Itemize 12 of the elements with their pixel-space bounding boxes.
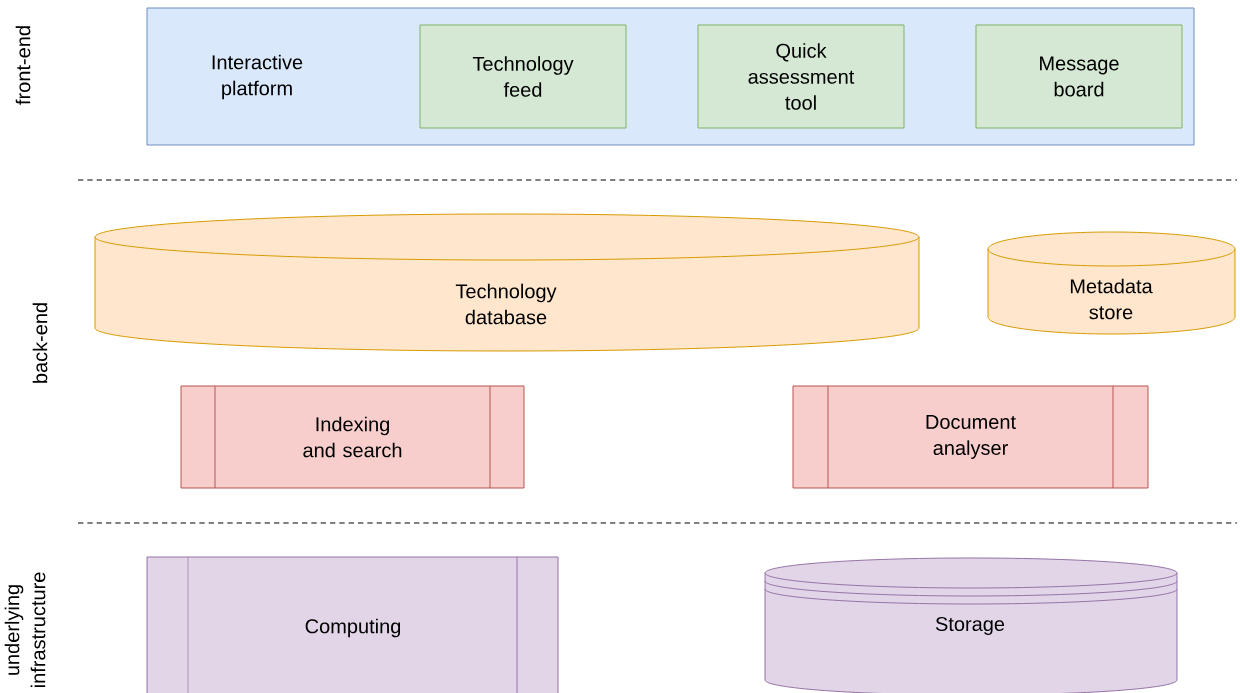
storage-cylinder: Storage [764,557,1178,693]
component-box: Quick assessment tool [697,24,905,129]
component-box: Message board [975,24,1183,129]
process-box: Computing [146,556,559,693]
database-cylinder: Metadata store [987,231,1236,335]
layer-label: back-end [32,303,48,383]
layer-label: front-end [15,26,31,105]
process-box: Document analyser [792,385,1149,489]
component-box: Technology feed [419,24,627,129]
process-box: Indexing and search [180,385,525,489]
database-cylinder: Technology database [94,213,920,352]
layer-label: underlying infrastructure [4,572,46,687]
